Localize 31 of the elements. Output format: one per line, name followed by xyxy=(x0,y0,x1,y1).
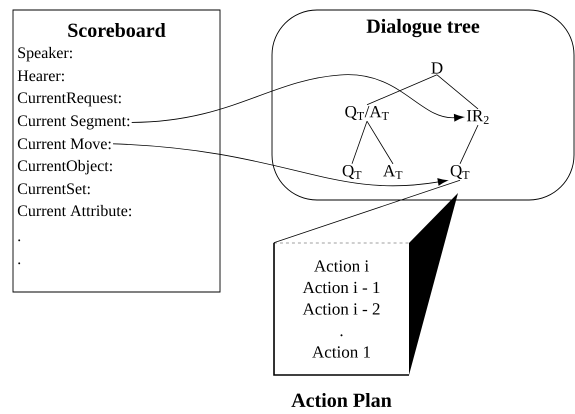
field-label: CurrentSet: xyxy=(18,183,90,194)
tree-label: Q$_{T}$ xyxy=(342,165,362,179)
node-label: Action Plan xyxy=(291,392,392,408)
tree-label: IR$_{2}$ xyxy=(466,110,489,124)
line xyxy=(366,74,438,106)
field-label: Current Attribute: xyxy=(18,204,132,216)
field-label: Current Segment: xyxy=(18,115,130,130)
field-label: . xyxy=(18,262,20,264)
tree-label: Q$_{T}$ xyxy=(450,165,470,179)
action-plan-box: Action i Action i - 1 Action i - 2 . Action 1 xyxy=(273,193,458,376)
tree-label: A$_{T}$ xyxy=(383,165,402,179)
field-label: Current Move: xyxy=(18,138,111,150)
field-label: CurrentObject: xyxy=(18,160,112,174)
field-label: . xyxy=(18,239,20,242)
node-label: . xyxy=(340,334,343,336)
field-label: CurrentRequest: xyxy=(18,92,121,106)
line xyxy=(436,74,478,110)
tree-label: Q$_{T}$/A$_{T}$ xyxy=(345,106,389,120)
line xyxy=(352,120,368,164)
node-label: Action i - 2 xyxy=(302,303,380,315)
node-label: Action i xyxy=(314,260,369,272)
line xyxy=(460,124,478,164)
node-label: Action i - 1 xyxy=(302,282,380,294)
field-label: Hearer: xyxy=(18,70,64,82)
field-label: Speaker: xyxy=(18,46,72,62)
line xyxy=(273,180,460,244)
tree-label: D xyxy=(431,62,442,74)
arrow xyxy=(112,143,448,186)
line xyxy=(366,120,394,164)
arrow xyxy=(131,74,464,123)
node-label: Action 1 xyxy=(312,346,370,358)
